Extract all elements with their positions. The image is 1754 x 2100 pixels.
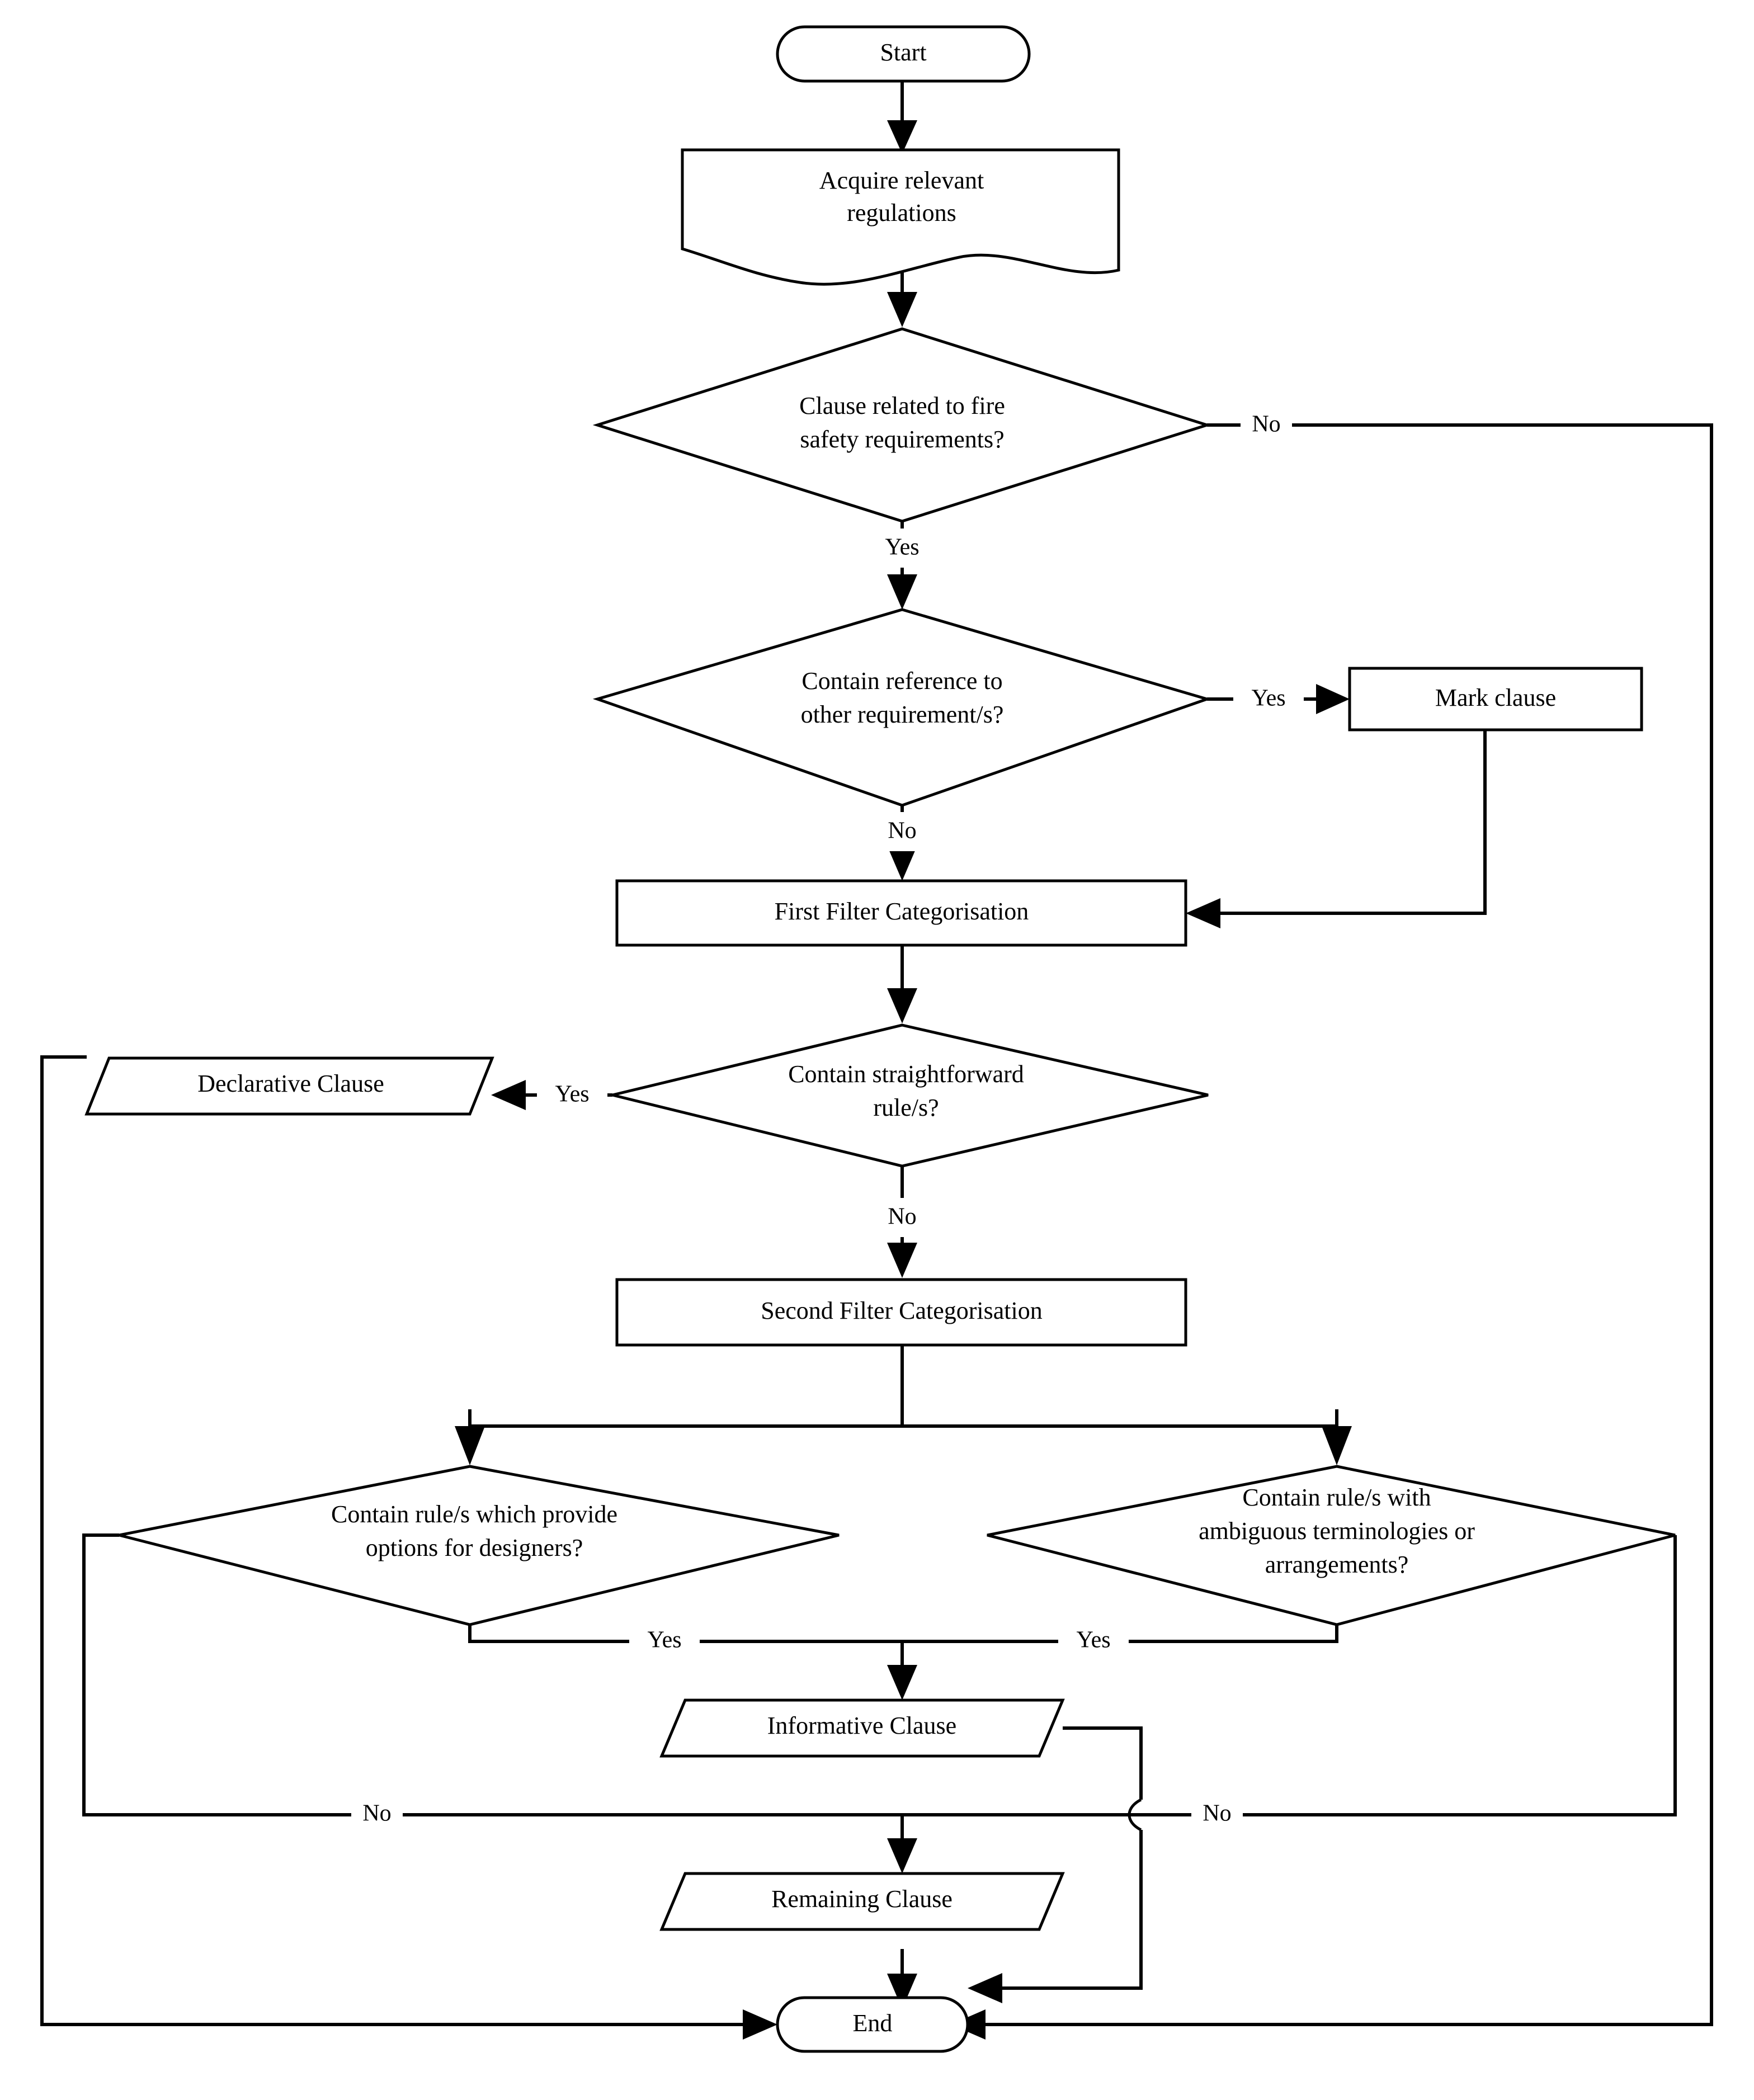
node-declarative-clause-label: Declarative Clause xyxy=(197,1070,384,1097)
node-decision-reference-label-line1: Contain reference to xyxy=(801,667,1002,695)
edge-label-decision3-no: No xyxy=(876,1198,928,1237)
node-acquire-regulations-label-line1: Acquire relevant xyxy=(819,167,984,194)
edge-label-decision4-no: No xyxy=(351,1795,403,1834)
edge-declarative-clause-to-end xyxy=(40,1055,777,2040)
node-acquire-regulations-label-line2: regulations xyxy=(847,199,956,226)
node-decision-straightforward-label-line2: rule/s? xyxy=(873,1094,939,1121)
svg-text:Yes: Yes xyxy=(885,535,919,560)
svg-text:Yes: Yes xyxy=(555,1082,589,1107)
edge-remaining-clause-to-end xyxy=(887,1949,917,2009)
edge-label-decision5-yes: Yes xyxy=(1058,1622,1129,1661)
node-start[interactable]: Start xyxy=(776,25,1031,83)
node-decision-ambiguous-label-line2: ambiguous terminologies or xyxy=(1199,1517,1475,1545)
node-decision-options-label-line1: Contain rule/s which provide xyxy=(331,1500,617,1528)
node-second-filter-label: Second Filter Categorisation xyxy=(761,1297,1042,1324)
edge-label-decision3-yes: Yes xyxy=(537,1076,607,1115)
node-mark-clause[interactable]: Mark clause xyxy=(1348,667,1643,732)
edge-label-decision1-yes: Yes xyxy=(867,528,937,568)
node-decision-ambiguous-terminologies[interactable]: Contain rule/s with ambiguous terminolog… xyxy=(987,1465,1676,1626)
node-decision-fire-safety-label-line2: safety requirements? xyxy=(800,426,1004,453)
edge-decision4-no-to-remaining-clause xyxy=(82,1533,902,1816)
node-declarative-clause[interactable]: Declarative Clause xyxy=(84,1056,494,1116)
node-decision-straightforward-rules[interactable]: Contain straightforward rule/s? xyxy=(612,1023,1209,1168)
edge-informative-clause-to-end xyxy=(968,1726,1143,2003)
node-remaining-clause[interactable]: Remaining Clause xyxy=(659,1872,1065,1931)
node-first-filter-label: First Filter Categorisation xyxy=(775,898,1029,925)
svg-text:No: No xyxy=(1203,1801,1231,1827)
edge-no-join-to-remaining-clause xyxy=(887,1815,917,1874)
edge-first-filter-to-decision3 xyxy=(887,945,917,1023)
svg-text:Yes: Yes xyxy=(647,1627,681,1653)
svg-text:No: No xyxy=(888,818,916,844)
node-end[interactable]: End xyxy=(776,1996,969,2053)
node-remaining-clause-label: Remaining Clause xyxy=(771,1885,953,1913)
edge-label-decision1-no: No xyxy=(1241,405,1292,445)
node-acquire-regulations[interactable]: Acquire relevant regulations xyxy=(681,148,1120,286)
svg-text:No: No xyxy=(888,1204,916,1230)
svg-text:No: No xyxy=(1252,412,1280,437)
edge-label-decision2-yes: Yes xyxy=(1233,680,1304,719)
edge-label-decision5-no: No xyxy=(1191,1795,1243,1834)
edge-decision4-yes-to-informative-clause xyxy=(468,1625,902,1643)
edge-start-to-acquire xyxy=(887,81,917,154)
node-second-filter-categorisation[interactable]: Second Filter Categorisation xyxy=(615,1278,1187,1347)
svg-text:No: No xyxy=(362,1801,391,1827)
edge-label-decision2-no: No xyxy=(876,812,928,851)
node-decision-fire-safety-label-line1: Clause related to fire xyxy=(799,392,1005,419)
edge-second-filter-split xyxy=(468,1345,1338,1428)
node-decision-fire-safety[interactable]: Clause related to fire safety requiremen… xyxy=(592,327,1212,523)
node-informative-clause[interactable]: Informative Clause xyxy=(659,1698,1065,1758)
node-decision-straightforward-label-line1: Contain straightforward xyxy=(788,1060,1024,1088)
node-mark-clause-label: Mark clause xyxy=(1435,684,1556,711)
node-first-filter-categorisation[interactable]: First Filter Categorisation xyxy=(615,879,1187,947)
svg-text:Yes: Yes xyxy=(1251,686,1285,711)
edge-label-decision4-yes: Yes xyxy=(629,1622,700,1661)
node-start-label: Start xyxy=(880,39,926,66)
edge-mark-clause-to-first-filter xyxy=(1186,730,1487,928)
edge-decision5-yes-to-informative-clause xyxy=(902,1625,1338,1643)
node-decision-reference-label-line2: other requirement/s? xyxy=(801,701,1004,728)
node-informative-clause-label: Informative Clause xyxy=(767,1712,956,1739)
node-end-label: End xyxy=(853,2009,893,2037)
node-decision-ambiguous-label-line3: arrangements? xyxy=(1265,1551,1409,1578)
edge-second-filter-to-decision5 xyxy=(1322,1426,1352,1465)
node-decision-options-for-designers[interactable]: Contain rule/s which provide options for… xyxy=(119,1465,840,1626)
edge-decision5-no-to-remaining-clause xyxy=(902,1535,1677,1816)
node-decision-reference-other-requirements[interactable]: Contain reference to other requirement/s… xyxy=(592,608,1212,807)
svg-text:Yes: Yes xyxy=(1076,1627,1110,1653)
edge-yes-join-to-informative-clause xyxy=(887,1641,917,1700)
node-decision-ambiguous-label-line1: Contain rule/s with xyxy=(1242,1484,1431,1511)
edge-second-filter-to-decision4 xyxy=(455,1426,485,1465)
node-decision-options-label-line2: options for designers? xyxy=(366,1534,583,1561)
